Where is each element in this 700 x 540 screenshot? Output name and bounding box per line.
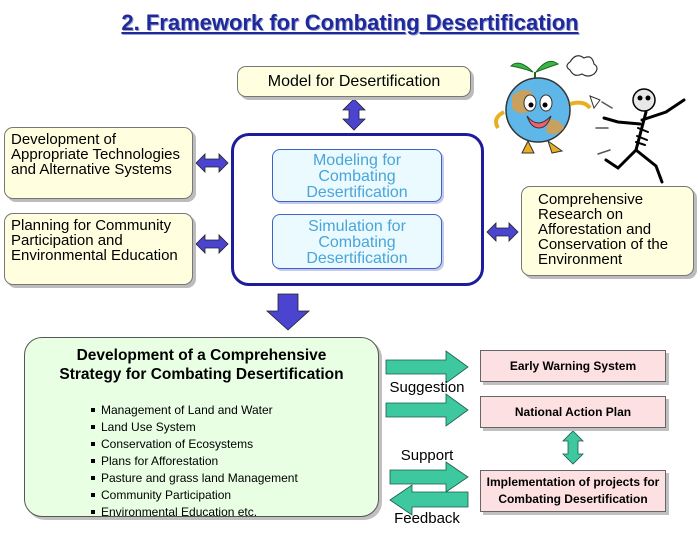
simulation-box: Simulation for Combating Desertification: [272, 214, 442, 269]
strategy-title: Development of a Comprehensive Strategy …: [59, 347, 344, 383]
list-item: Management of Land and Water: [91, 402, 378, 419]
planning-box: Planning for Community Participation and…: [4, 213, 193, 285]
list-item: Plans for Afforestation: [91, 453, 378, 470]
left-double-arrow-bottom: [195, 234, 229, 254]
national-implementation-double-arrow: [562, 430, 584, 465]
support-arrow: [389, 461, 469, 493]
suggestion-arrow-top: [385, 350, 469, 384]
list-item: Pasture and grass land Management: [91, 470, 378, 487]
list-item: Community Participation: [91, 487, 378, 504]
suggestion-label: Suggestion: [389, 379, 465, 396]
left-double-arrow-top: [195, 153, 229, 173]
strategy-list: Management of Land and Water Land Use Sy…: [91, 402, 378, 521]
feedback-arrow: [389, 484, 469, 516]
smiling-earth-character-icon: [494, 55, 601, 154]
strategy-box: Development of a Comprehensive Strategy …: [24, 337, 379, 519]
model-box: Model for Desertification: [237, 66, 471, 97]
page-title: 2. Framework for Combating Desertificati…: [121, 10, 579, 35]
national-action-box: National Action Plan: [480, 396, 666, 428]
down-arrow: [265, 293, 311, 331]
feedback-label: Feedback: [394, 510, 460, 527]
running-skeleton-icon: [595, 88, 686, 184]
model-frame-double-arrow: [342, 98, 366, 131]
list-item: Conservation of Ecosystems: [91, 436, 378, 453]
suggestion-arrow-bottom: [385, 393, 469, 427]
early-warning-box: Early Warning System: [480, 350, 666, 382]
research-box: Comprehensive Research on Afforestation …: [521, 186, 694, 276]
list-item: Land Use System: [91, 419, 378, 436]
implementation-box: Implementation of projects for Combating…: [480, 470, 666, 512]
support-label: Support: [400, 447, 454, 464]
list-item: Environmental Education etc.: [91, 504, 378, 521]
modeling-box: Modeling for Combating Desertification: [272, 149, 442, 202]
right-double-arrow: [486, 222, 519, 242]
development-box: Development of Appropriate Technologies …: [4, 127, 193, 199]
